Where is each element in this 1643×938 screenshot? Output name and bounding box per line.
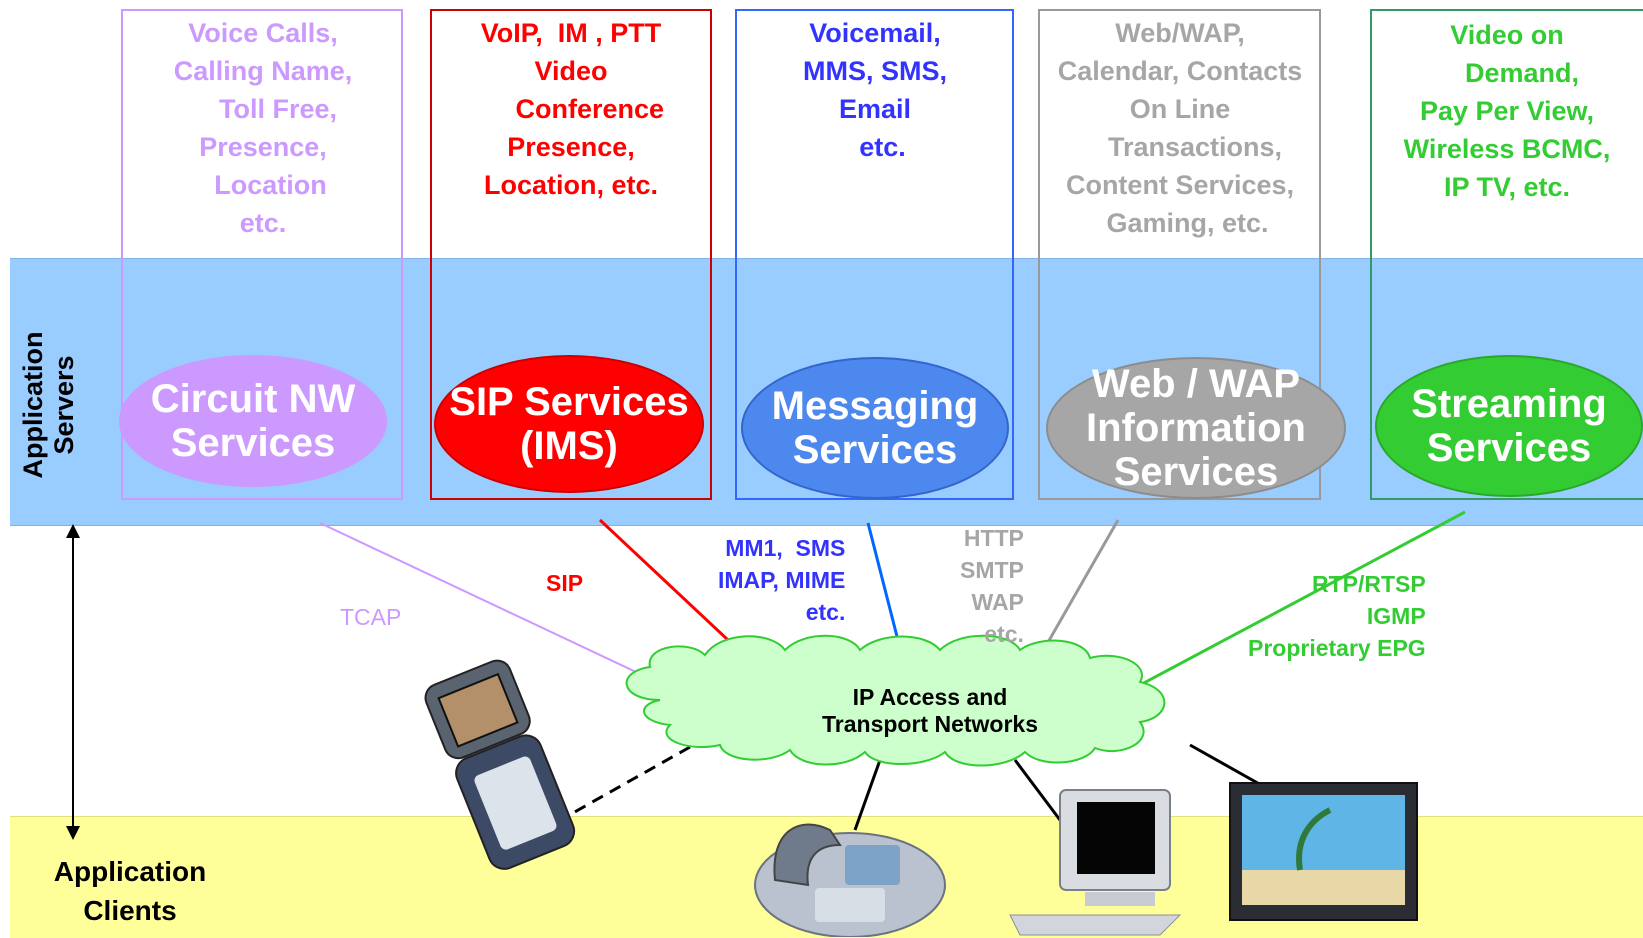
circuit-nw-services: Circuit NW Services [119, 355, 387, 487]
sip-services: SIP Services (IMS) [434, 355, 704, 493]
sip-features: VoIP, IM , PTT Video Conference Presence… [480, 18, 665, 200]
arrow-up-head [66, 524, 80, 538]
messaging-column [735, 9, 1014, 500]
circuit-column [121, 9, 403, 500]
web-column [1038, 9, 1321, 500]
deskphone-link [853, 759, 882, 831]
arrow-down-head [66, 826, 80, 840]
streaming-features: Video on Demand, Pay Per View, Wireless … [1403, 20, 1611, 202]
messaging-services: Messaging Services [741, 357, 1009, 499]
web-features: Web/WAP, Calendar, Contacts On Line Tran… [1057, 18, 1303, 238]
desktop-computer-icon [1009, 789, 1182, 936]
flat-tv-icon [1229, 782, 1418, 921]
web-wap-services: Web / WAP Information Services [1046, 357, 1346, 499]
streaming-line [1139, 510, 1466, 687]
tcap-line [319, 522, 671, 689]
tcap-protocol-label: TCAP [340, 604, 402, 630]
sip-column [430, 9, 712, 500]
mobile-phone-icon [424, 659, 576, 870]
streaming-protocol-label: RTP/RTSP IGMP Proprietary EPG [1248, 571, 1426, 661]
application-clients-label: Application Clients [53, 856, 207, 926]
streaming-column [1370, 9, 1643, 500]
streaming-services: Streaming Services [1375, 355, 1643, 497]
cloud-icon [625, 634, 1166, 767]
messaging-features: Voicemail, MMS, SMS, Email etc. [802, 18, 947, 162]
application-servers-label: Application Servers [18, 331, 79, 479]
messaging-protocol-label: MM1, SMS IMAP, MIME etc. [718, 535, 846, 625]
sip-protocol-label: SIP [546, 570, 584, 596]
circuit-features: Voice Calls, Calling Name, Toll Free, Pr… [173, 18, 353, 238]
mobile-dashed-link [547, 745, 691, 829]
web-protocol-label: HTTP SMTP WAP etc. [960, 525, 1024, 647]
network-label: IP Access and Transport Networks [822, 684, 1038, 737]
desk-phone-icon [754, 823, 946, 937]
